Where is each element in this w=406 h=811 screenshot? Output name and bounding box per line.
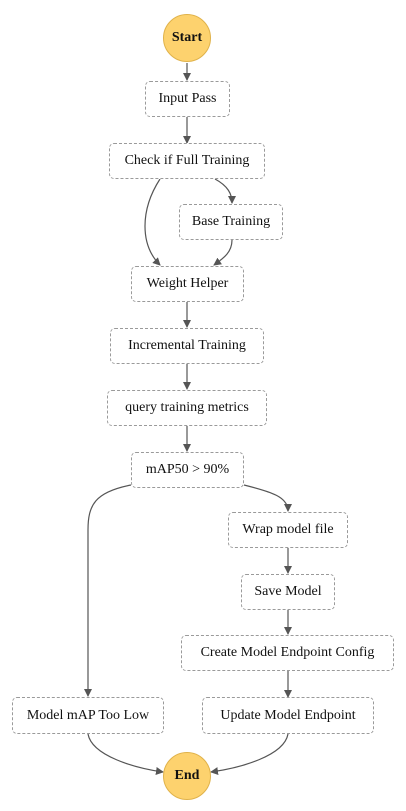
node-input-pass[interactable]: Input Pass bbox=[145, 81, 230, 117]
edge-check-to-base-training bbox=[214, 178, 236, 204]
node-incremental-training[interactable]: Incremental Training bbox=[110, 328, 264, 364]
end-label: End bbox=[174, 768, 200, 783]
node-input-pass-label: Input Pass bbox=[158, 91, 217, 106]
node-create-endpoint-config[interactable]: Create Model Endpoint Config bbox=[181, 635, 394, 671]
edge-update-endpoint-to-end bbox=[210, 733, 289, 776]
end-node[interactable]: End bbox=[163, 752, 211, 800]
node-map50-check[interactable]: mAP50 > 90% bbox=[131, 452, 244, 488]
node-query-training-metrics-label: query training metrics bbox=[125, 400, 249, 415]
edge-check-to-weight-helper bbox=[144, 178, 161, 266]
node-create-endpoint-config-label: Create Model Endpoint Config bbox=[200, 645, 375, 660]
edge-model-map-too-low-to-end bbox=[87, 733, 164, 775]
node-check-full-training-label: Check if Full Training bbox=[124, 153, 250, 168]
node-save-model[interactable]: Save Model bbox=[241, 574, 335, 610]
node-check-full-training[interactable]: Check if Full Training bbox=[109, 143, 265, 179]
node-update-model-endpoint[interactable]: Update Model Endpoint bbox=[202, 697, 374, 734]
node-query-training-metrics[interactable]: query training metrics bbox=[107, 390, 267, 426]
node-incremental-training-label: Incremental Training bbox=[128, 338, 246, 353]
node-save-model-label: Save Model bbox=[254, 584, 322, 599]
node-model-map-too-low-label: Model mAP Too Low bbox=[26, 707, 150, 723]
edge-base-training-to-weight-helper bbox=[213, 239, 233, 266]
edge-map50-to-wrap-model bbox=[243, 484, 292, 512]
node-weight-helper[interactable]: Weight Helper bbox=[131, 266, 244, 302]
node-wrap-model-file[interactable]: Wrap model file bbox=[228, 512, 348, 548]
node-map50-check-label: mAP50 > 90% bbox=[145, 462, 230, 477]
node-model-map-too-low[interactable]: Model mAP Too Low bbox=[12, 697, 164, 734]
start-node[interactable]: Start bbox=[163, 14, 211, 62]
edge-map50-to-model-map-too-low bbox=[84, 484, 132, 697]
start-label: Start bbox=[171, 30, 203, 45]
node-weight-helper-label: Weight Helper bbox=[146, 276, 229, 291]
node-update-model-endpoint-label: Update Model Endpoint bbox=[220, 707, 356, 723]
node-base-training-label: Base Training bbox=[191, 214, 271, 229]
node-base-training[interactable]: Base Training bbox=[179, 204, 283, 240]
node-wrap-model-file-label: Wrap model file bbox=[242, 522, 334, 537]
